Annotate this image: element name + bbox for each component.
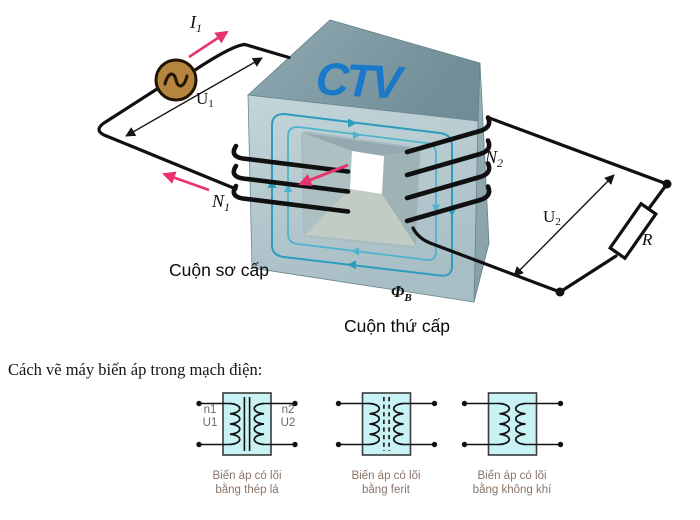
right-coil xyxy=(253,402,265,446)
primary-bottom-wire xyxy=(97,87,238,191)
current-arrow-i1 xyxy=(188,30,229,59)
window-inner-top-wall xyxy=(303,133,419,156)
flux-arrow-right-icon xyxy=(353,131,361,140)
caption-line: bằng thép lá xyxy=(215,483,279,496)
terminal-dot xyxy=(335,400,438,448)
current-arrow-return xyxy=(162,171,210,192)
flux-arrow-left-icon xyxy=(351,247,359,256)
schematic-heading: Cách vẽ máy biến áp trong mạch điện: xyxy=(8,360,263,379)
label-resistor: R xyxy=(641,230,653,249)
left-coil xyxy=(369,402,381,446)
label-u2-schematic: U2 xyxy=(281,417,296,429)
flux-arrow-up-icon xyxy=(284,183,292,192)
junction-dot xyxy=(555,287,565,297)
label-primary-current: I1 xyxy=(189,12,202,35)
right-coil xyxy=(392,402,404,446)
caption-line: Biến áp có lõi xyxy=(212,470,282,482)
caption-primary-coil: Cuộn sơ cấp xyxy=(169,260,269,280)
terminal-dot xyxy=(461,400,564,448)
caption-line: Biến áp có lõi xyxy=(351,470,421,482)
junction-dot xyxy=(662,179,672,189)
terminal-dot xyxy=(196,400,298,448)
watermark-logo: CTV xyxy=(315,52,407,109)
core-lines-solid xyxy=(243,397,251,451)
symbol-caption-ferrite: Biến áp có lõi bằng ferit xyxy=(318,470,454,497)
left-coil xyxy=(499,402,511,446)
caption-secondary-coil: Cuộn thứ cấp xyxy=(344,316,450,336)
label-u1-schematic: U1 xyxy=(203,417,218,429)
secondary-bottom-wire xyxy=(411,226,618,294)
symbol-ferrite-core xyxy=(335,392,438,456)
label-primary-voltage: U1 xyxy=(196,89,214,110)
caption-line: bằng không khí xyxy=(472,483,552,496)
schematic-symbols: n1 U1 n2 U2 xyxy=(196,392,564,456)
flux-arrow-down-icon xyxy=(432,204,440,213)
symbol-caption-steel: Biến áp có lõi bằng thép lá xyxy=(179,470,315,497)
u2-measure-arrow xyxy=(513,174,615,277)
label-n1: n1 xyxy=(204,404,217,416)
main-diagram: CTV xyxy=(97,12,672,336)
label-n2: n2 xyxy=(282,404,295,416)
symbol-steel-core: n1 U1 n2 U2 xyxy=(196,392,298,456)
flux-arrow-left-icon xyxy=(347,260,356,270)
u1-measure-arrow xyxy=(125,57,263,137)
label-secondary-turns: N2 xyxy=(484,147,503,170)
load-resistor xyxy=(607,201,659,261)
flux-loops xyxy=(267,112,457,277)
label-primary-turns: N1 xyxy=(211,191,230,214)
label-secondary-voltage: U2 xyxy=(543,207,561,228)
caption-line: bằng ferit xyxy=(362,483,410,496)
flux-arrow-right-icon xyxy=(348,118,357,128)
symbol-caption-air: Biến áp có lõi bằng không khí xyxy=(444,470,580,497)
secondary-top-wire xyxy=(486,115,669,209)
current-arrow-window xyxy=(298,163,349,186)
symbol-air-core xyxy=(461,392,564,456)
caption-line: Biến áp có lõi xyxy=(477,470,547,482)
label-magnetic-flux: ΦB xyxy=(391,282,412,304)
window-inner-bottom-wall xyxy=(305,189,416,246)
left-coil xyxy=(229,402,241,446)
core-lines-dashed xyxy=(383,397,390,451)
window-through-hole xyxy=(350,151,384,194)
flux-loop-inner xyxy=(287,126,437,261)
ac-source xyxy=(154,58,198,102)
right-coil xyxy=(514,402,526,446)
primary-top-wire xyxy=(193,42,291,72)
